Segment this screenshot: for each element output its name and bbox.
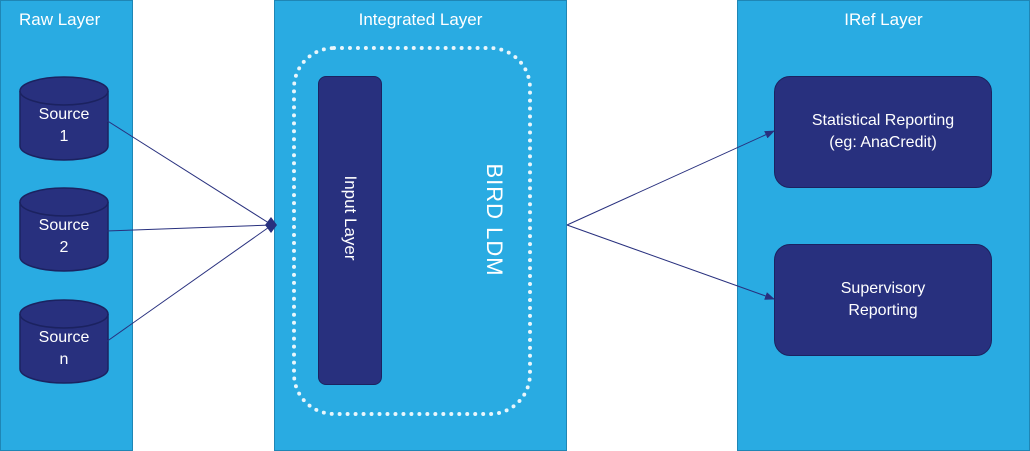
input-layer-box <box>318 76 382 385</box>
integrated-layer-title: Integrated Layer <box>358 10 483 29</box>
connector-source-2 <box>105 224 273 232</box>
source-n-cylinder: Source n <box>19 299 109 385</box>
iref-layer-panel: IRef Layer <box>737 0 1030 451</box>
supervisory-reporting-line1: Supervisory <box>840 280 926 297</box>
source-2-cylinder: Source 2 <box>19 187 109 273</box>
connector-source-1 <box>105 119 273 226</box>
connector-to-statistical <box>566 130 775 226</box>
raw-layer-title: Raw Layer <box>19 10 101 29</box>
statistical-reporting-box: Statistical Reporting (eg: AnaCredit) <box>774 76 992 188</box>
connector-to-supervisory <box>566 224 775 300</box>
connector-source-n <box>105 224 273 343</box>
merge-diamond-icon <box>265 217 277 233</box>
supervisory-reporting-line2: Reporting <box>848 302 918 319</box>
source-1-label: Source 1 <box>38 106 90 145</box>
source-2-label: Source 2 <box>38 217 90 256</box>
database-icon <box>19 299 109 384</box>
source-n-label: Source n <box>38 329 90 368</box>
statistical-reporting-line1: Statistical Reporting <box>811 112 955 129</box>
bird-ldm-boundary <box>292 46 532 416</box>
iref-layer-title: IRef Layer <box>844 10 923 29</box>
source-1-cylinder: Source 1 <box>19 76 109 162</box>
database-icon <box>19 187 109 272</box>
database-icon <box>19 76 109 161</box>
statistical-reporting-line2: (eg: AnaCredit) <box>829 134 937 151</box>
supervisory-reporting-box: Supervisory Reporting <box>774 244 992 356</box>
